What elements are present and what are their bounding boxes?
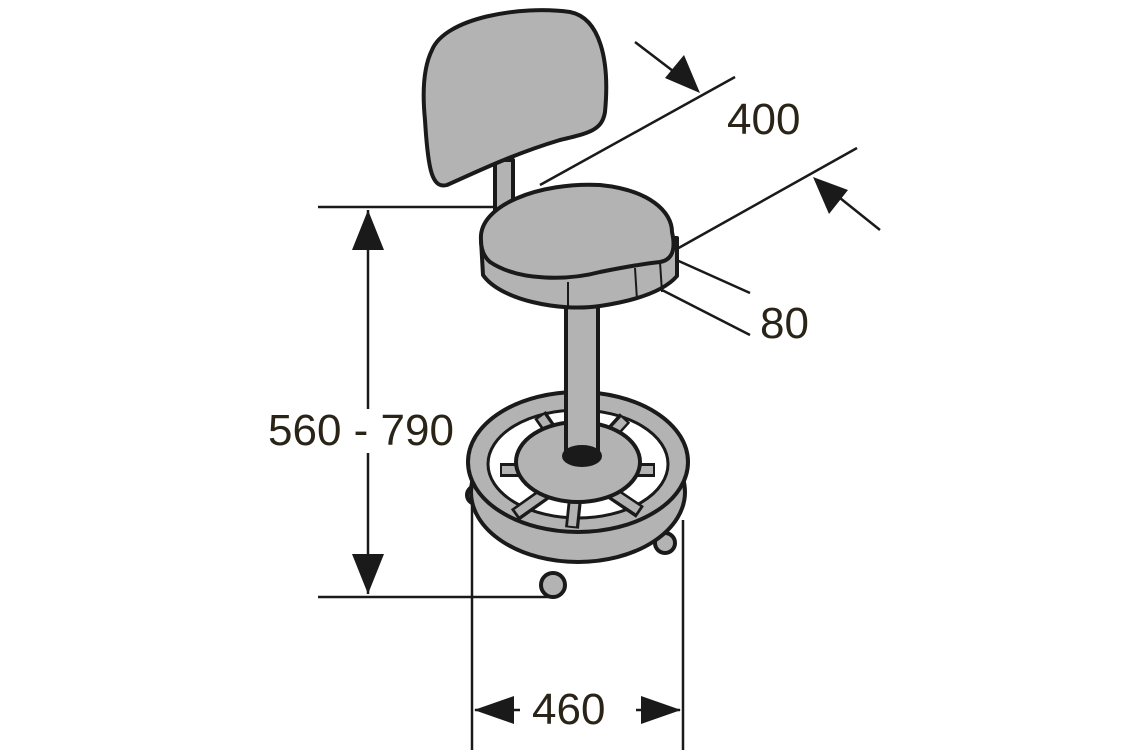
column xyxy=(564,298,600,457)
seat-depth-label: 400 xyxy=(727,95,801,144)
seat-height-label: 560 - 790 xyxy=(266,406,456,455)
dimension-arrows xyxy=(352,55,848,724)
backrest xyxy=(421,8,609,188)
caster xyxy=(539,571,567,599)
seat-top xyxy=(478,182,676,280)
seat-thickness-label: 80 xyxy=(760,299,809,348)
column-socket xyxy=(562,445,602,467)
base-width-label: 460 xyxy=(532,685,606,734)
stool xyxy=(421,8,690,599)
